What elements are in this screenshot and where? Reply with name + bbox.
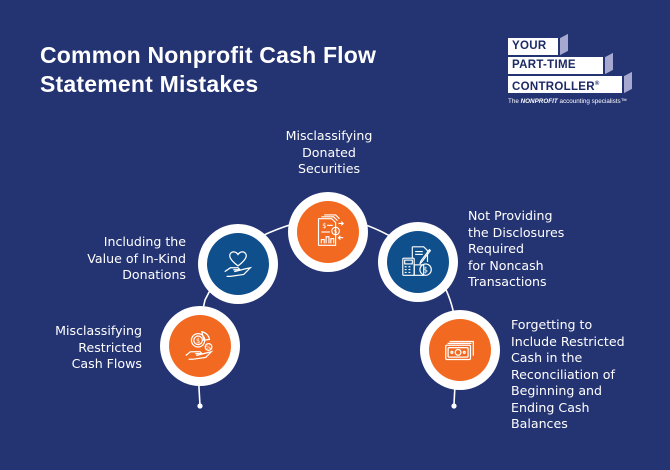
svg-text:$: $ — [423, 265, 428, 274]
mistake-node-restricted-cash-flows: $ % — [160, 306, 240, 386]
logo-tagline: The NONPROFIT accounting specialists™ — [508, 98, 628, 105]
banknotes-icon — [445, 340, 474, 361]
mistake-node-in-kind-donations — [198, 224, 278, 304]
svg-text:$: $ — [322, 222, 326, 230]
svg-text:$: $ — [196, 337, 200, 345]
mistake-node-donated-securities: $ $ — [288, 192, 368, 272]
label-restricted-cash-flows: Misclassifying Restricted Cash Flows — [55, 323, 142, 371]
hand-coin-pie-icon: $ % — [185, 330, 214, 360]
svg-text:$: $ — [334, 229, 338, 235]
calculator-document-dollar-icon: $ — [402, 246, 432, 276]
label-donated-securities: Misclassifying Donated Securities — [285, 128, 373, 176]
title-line-2: Statement Mistakes — [40, 71, 259, 97]
svg-text:%: % — [206, 345, 211, 351]
label-restricted-cash-reconciliation: Forgetting to Include Restricted Cash in… — [511, 317, 625, 431]
mistake-node-noncash-disclosures: $ — [378, 222, 458, 302]
hand-heart-icon — [224, 251, 253, 277]
logo-row-part-time: PART-TIME — [508, 57, 603, 74]
arc-end-dot-right — [451, 403, 457, 409]
label-in-kind-donations: Including the Value of In-Kind Donations — [87, 234, 186, 282]
company-logo: YOUR PART-TIME CONTROLLER® The NONPROFIT… — [508, 33, 638, 114]
arc-end-dot-left — [197, 403, 203, 409]
page-title: Common Nonprofit Cash Flow Statement Mis… — [40, 41, 376, 99]
label-noncash-disclosures: Not Providing the Disclosures Required f… — [468, 208, 565, 289]
title-line-1: Common Nonprofit Cash Flow — [40, 42, 377, 68]
logo-row-your: YOUR — [508, 38, 558, 55]
documents-dollar-chart-icon: $ $ — [317, 214, 345, 246]
mistake-node-restricted-cash-reconciliation — [420, 310, 500, 390]
logo-row-controller: CONTROLLER® — [508, 76, 622, 93]
